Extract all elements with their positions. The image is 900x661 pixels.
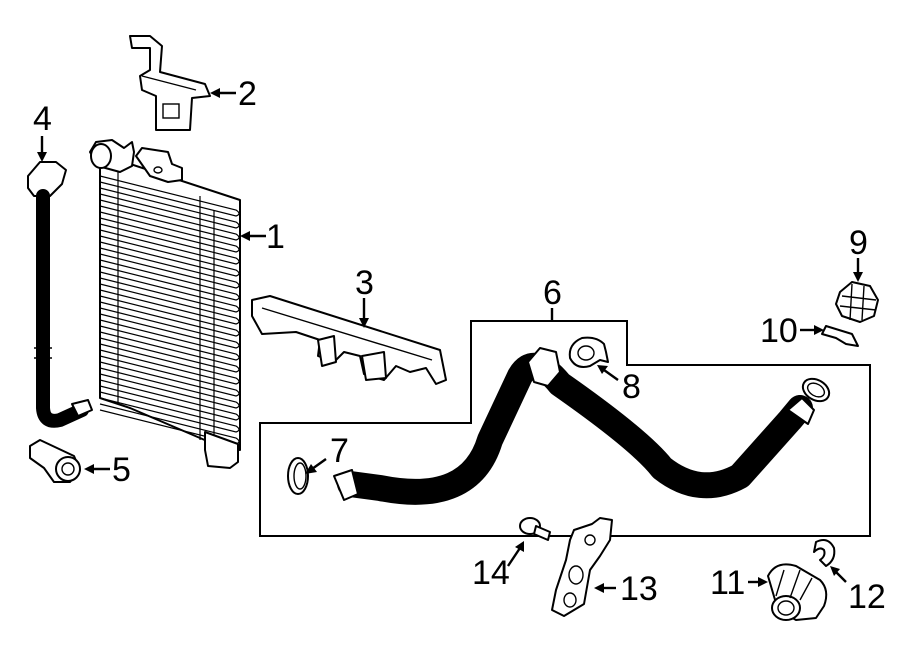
cooler-fin <box>99 247 240 289</box>
callout-label-6: 6 <box>543 274 562 312</box>
cooler-fin <box>99 295 240 337</box>
cooler-hose-assembly <box>333 347 815 505</box>
callout-label-2: 2 <box>238 75 257 113</box>
cooler-fin <box>99 379 240 421</box>
callout-label-8: 8 <box>622 368 641 406</box>
callout-label-5: 5 <box>112 451 131 489</box>
retaining-clip-part-10 <box>821 325 859 347</box>
cooler-fin <box>99 271 240 313</box>
o-ring-part-7 <box>287 457 309 495</box>
callout-label-10: 10 <box>760 312 798 350</box>
callout-label-11: 11 <box>710 564 745 602</box>
bolt-part-14 <box>519 517 551 541</box>
cooler-fin <box>99 259 240 301</box>
cooler-fin <box>99 211 240 253</box>
cooler-fin <box>99 391 240 433</box>
bracket-part-13 <box>551 517 613 617</box>
kit-outline-part-6 <box>259 320 871 537</box>
o-ring-right <box>801 377 831 403</box>
cooler-fin <box>99 307 240 349</box>
cooler-fin <box>99 331 240 373</box>
cooler-fin <box>99 343 240 385</box>
cooler-fin <box>99 283 240 325</box>
cooler-fins <box>99 164 240 445</box>
fitting-part-9 <box>835 281 879 323</box>
callout-label-1: 1 <box>266 218 285 256</box>
callout-layer: 1 2 3 4 5 6 7 8 9 10 <box>33 75 886 616</box>
cooler-fin <box>99 223 240 265</box>
clamp-part-8 <box>568 336 609 368</box>
callout-label-3: 3 <box>355 264 374 302</box>
bracket-part-2 <box>129 35 211 131</box>
cooler-fin <box>99 235 240 277</box>
callout-label-12: 12 <box>848 578 886 616</box>
callout-label-4: 4 <box>33 100 52 138</box>
callout-label-13: 13 <box>620 570 658 608</box>
cooler-fin <box>99 175 240 217</box>
cooler-tube-part-4 <box>27 161 93 428</box>
small-clip-part-12 <box>813 539 836 567</box>
callout-label-7: 7 <box>330 432 349 470</box>
callout-label-14: 14 <box>472 554 510 592</box>
elbow-hose-part-11 <box>767 563 828 621</box>
cooler-fin <box>99 367 240 409</box>
cooler-fin <box>99 355 240 397</box>
cooler-fin <box>99 187 240 229</box>
oil-cooler-part-1 <box>89 139 241 469</box>
mounting-rail-part-3 <box>251 295 447 385</box>
clip-part-5 <box>29 439 81 483</box>
cooler-fin <box>99 199 240 241</box>
callout-label-9: 9 <box>849 224 868 262</box>
cooler-fin <box>99 319 240 361</box>
